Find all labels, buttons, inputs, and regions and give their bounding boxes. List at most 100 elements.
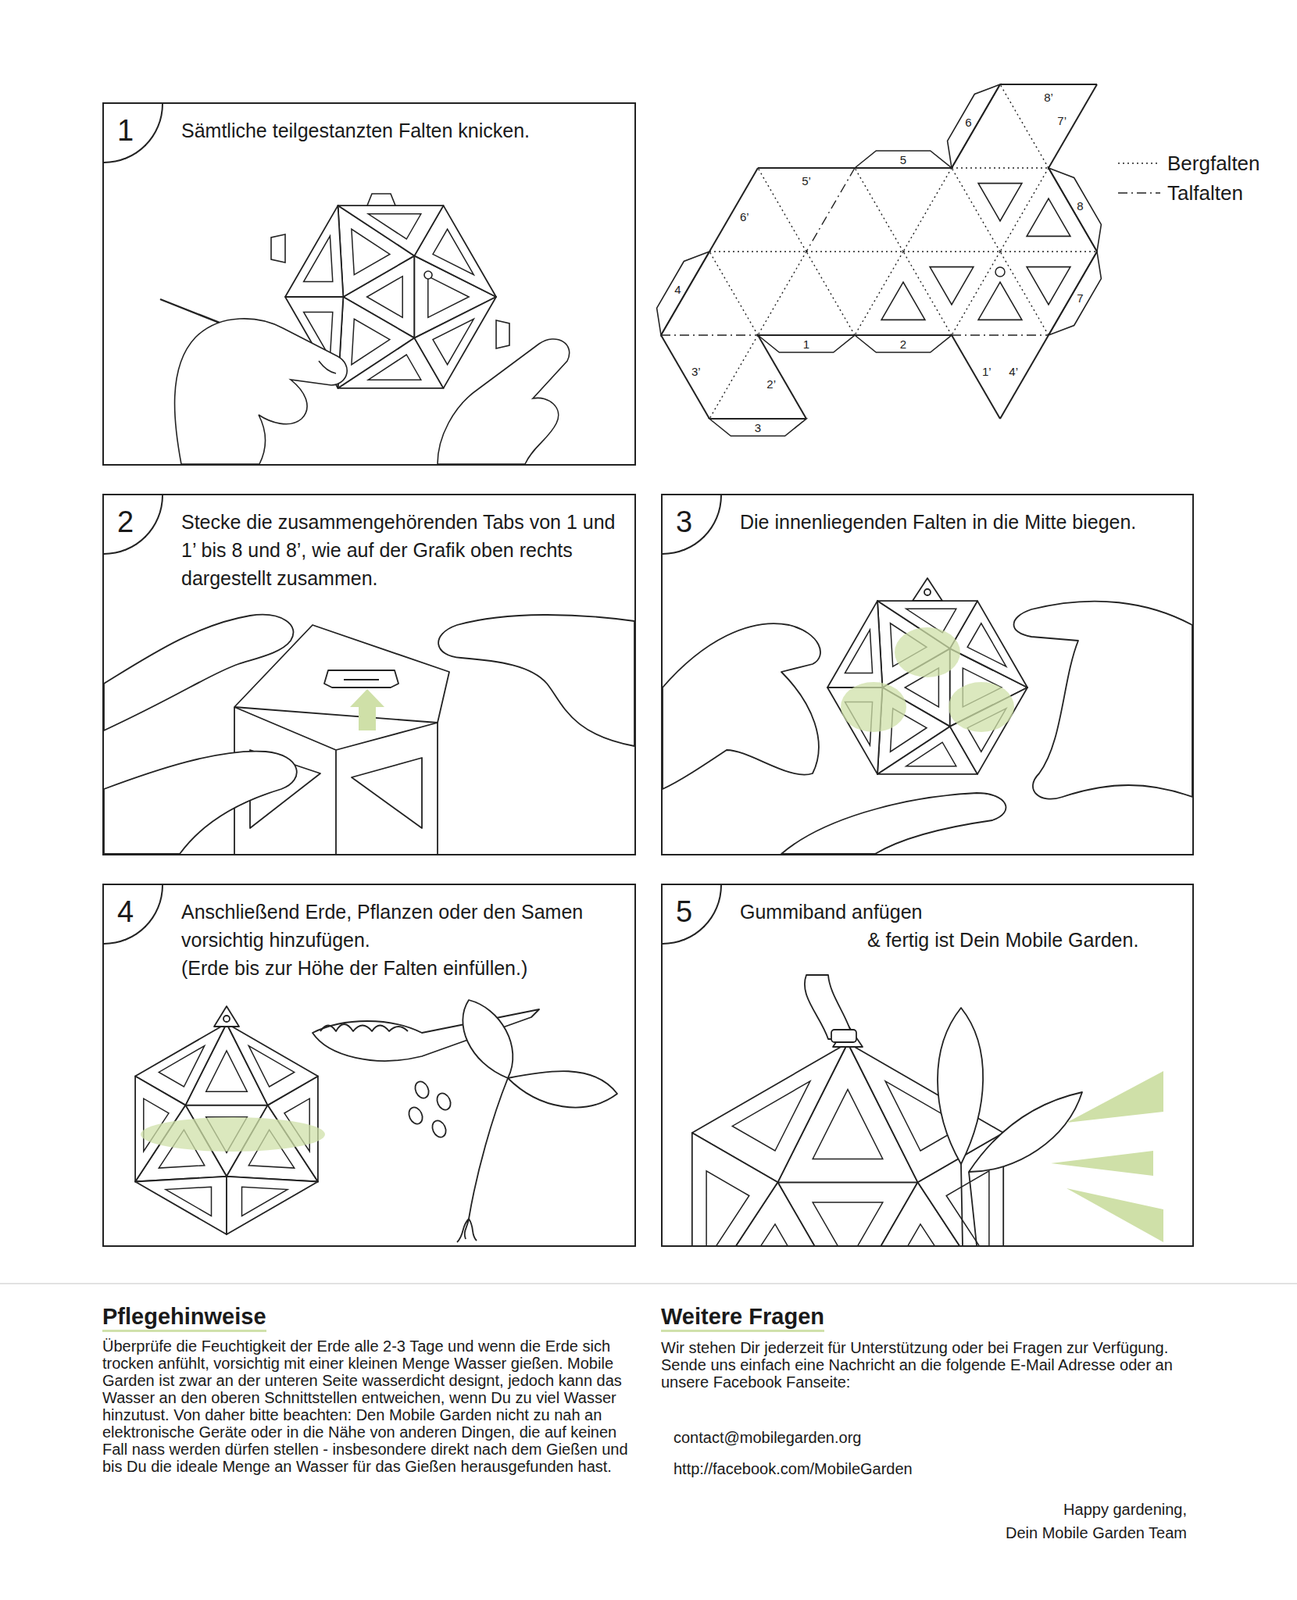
step-panel: 5 Gummiband anfügen& fertig ist Dein Mobi… (661, 883, 1194, 1247)
panel1-art (160, 193, 570, 465)
mountain-fold (854, 167, 904, 252)
cut-line (757, 167, 855, 169)
contact-text: http://facebook.com/MobileGarden (673, 1459, 913, 1479)
highlight (894, 627, 961, 678)
body-text: Überprüfe die Feuchtigkeit der Erde alle… (102, 1337, 634, 1476)
ray (1066, 1188, 1164, 1243)
mountain-fold (1000, 250, 1097, 252)
step-panel: 3 Die innenliegenden Falten in die Mitte … (661, 493, 1194, 856)
cut-window (978, 183, 1022, 222)
mountain-fold (951, 167, 1049, 168)
mountain-fold (1000, 167, 1049, 252)
tab-number: 8 (1076, 199, 1083, 213)
legend-sample (1117, 159, 1162, 168)
mountain-fold (903, 251, 952, 336)
cut-line (661, 335, 710, 419)
step-number: 1 (117, 113, 134, 148)
hand (103, 614, 293, 731)
ico-window (812, 1089, 883, 1159)
cut-line (854, 334, 952, 336)
legend-text: Talfalten (1167, 181, 1244, 205)
step-number: 5 (675, 894, 693, 929)
cut-window (881, 282, 926, 320)
mountain-fold (709, 251, 758, 336)
cut-window (978, 282, 1022, 320)
ico-face (226, 1023, 318, 1106)
tab (912, 578, 943, 601)
step-text-column: Gummiband anfügen& fertig ist Dein Mobil… (739, 897, 1182, 954)
ico-window (367, 276, 404, 318)
step-panel: 4Anschließend Erde, Pflanzen oder den Sa… (102, 883, 636, 1247)
legend-line (1118, 162, 1161, 165)
tab (214, 1006, 240, 1027)
highlight (948, 682, 1015, 733)
legend-row: Talfalten (1117, 178, 1261, 208)
net-face (951, 335, 1049, 419)
ico-window (242, 1186, 288, 1216)
ico-window (706, 1171, 750, 1246)
valley-fold (806, 167, 855, 252)
instruction-text: Die innenliegenden Falten in die Mitte b… (739, 507, 1182, 536)
mountain-fold (951, 251, 1001, 336)
cut-line (1048, 251, 1097, 336)
net-face (1000, 167, 1097, 252)
highlight (840, 682, 907, 733)
leaf (507, 1071, 618, 1108)
section-heading: Pflegehinweise (102, 1303, 267, 1333)
tab-number: 7 (1076, 291, 1083, 305)
cut-line (757, 335, 807, 419)
glue-tab (709, 418, 807, 436)
seed (412, 1079, 432, 1101)
ico-window (432, 318, 474, 365)
ray (1066, 1071, 1164, 1123)
mountain-fold (757, 167, 807, 252)
section-heading: Weitere Fragen (661, 1303, 825, 1333)
ico-face (338, 205, 444, 256)
tab (496, 320, 510, 349)
tab (324, 670, 399, 688)
tab-number: 3 (754, 421, 762, 435)
tab (367, 193, 396, 206)
panel4-art (140, 1000, 618, 1243)
soil-level (140, 1117, 326, 1152)
hand (175, 318, 348, 465)
legend-row: Bergfalten (1117, 148, 1261, 179)
cut-line (1048, 84, 1097, 168)
mountain-fold (709, 335, 758, 419)
glue-tab (854, 335, 952, 353)
step-text-column: Stecke die zusammengehörenden Tabs von 1… (181, 507, 624, 593)
seed (434, 1091, 454, 1113)
seed (429, 1118, 449, 1140)
instruction-text: Anschließend Erde, Pflanzen oder den Sam… (181, 897, 624, 954)
instruction-text: Sämtliche teilgestanzten Falten knicken. (181, 116, 624, 145)
hole (223, 1015, 230, 1022)
net-face (1000, 251, 1097, 336)
tab-number: 3’ (691, 364, 701, 378)
tab-number: 6’ (739, 209, 750, 223)
hand (103, 751, 297, 854)
fold-legend: BergfaltenTalfalten (1117, 148, 1261, 208)
ico-face (285, 205, 344, 297)
seed (406, 1105, 426, 1127)
tab-number: 4’ (1008, 364, 1019, 378)
net-face (1000, 84, 1097, 168)
fingernail (318, 360, 336, 374)
step-panel: 2Stecke die zusammengehörenden Tabs von … (102, 493, 636, 856)
mountain-fold (806, 250, 904, 252)
ico-window (844, 629, 872, 673)
cut-line (709, 418, 807, 420)
cut-line (1000, 83, 1097, 86)
cut-line (661, 251, 710, 336)
ico-window (248, 1046, 294, 1087)
step-corner: 3 (662, 495, 722, 555)
step-corner: 1 (103, 103, 164, 164)
cut-line (757, 334, 855, 336)
instruction-text: Stecke die zusammengehörenden Tabs von 1… (181, 507, 624, 593)
cut-window (929, 267, 974, 305)
legend-line (1118, 192, 1161, 194)
ico-face (226, 1176, 318, 1235)
step-panel: 1 Sämtliche teilgestanzten Falten knicken… (102, 102, 636, 466)
hand (438, 614, 635, 747)
mountain-fold (903, 250, 1001, 252)
mountain-fold (806, 251, 855, 336)
